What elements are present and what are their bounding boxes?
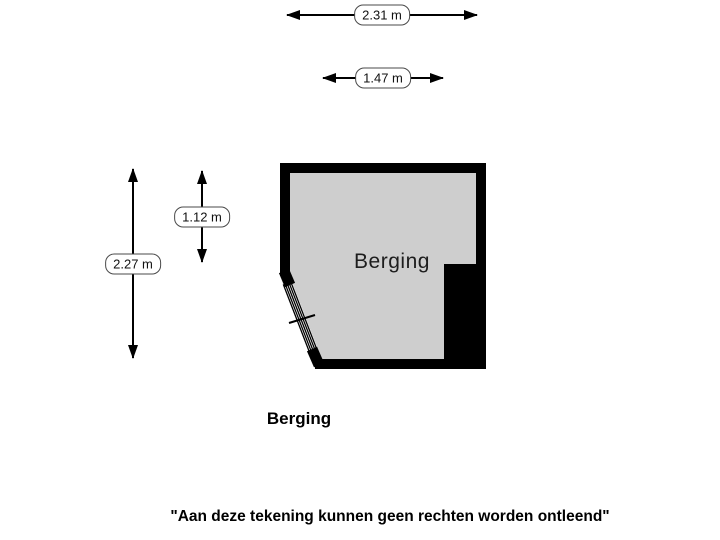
dimension-label: 1.12 m xyxy=(174,206,230,227)
wall-stub-bottom xyxy=(306,346,325,368)
door-stripe xyxy=(288,282,317,353)
arrowhead-down-icon xyxy=(197,249,207,263)
plan-caption: Berging xyxy=(266,409,332,428)
arrowhead-down-icon xyxy=(128,345,138,359)
wall-door-connectors xyxy=(278,268,325,368)
dimension-label: 2.31 m xyxy=(354,4,410,26)
door-stripe xyxy=(284,283,313,354)
arrowhead-up-icon xyxy=(197,170,207,184)
arrowhead-left-icon xyxy=(286,10,300,20)
dimension-left-outer: 2.27 m xyxy=(105,168,161,359)
wall-bottom xyxy=(315,359,486,369)
door-stripe xyxy=(290,281,319,352)
dimension-label: 2.27 m xyxy=(105,253,161,274)
arrowhead-up-icon xyxy=(128,168,138,182)
room-label: Berging xyxy=(354,250,430,273)
wall-stub-top xyxy=(278,268,296,288)
door-stripes xyxy=(282,281,319,355)
room-floor xyxy=(280,163,486,369)
arrowhead-right-icon xyxy=(464,10,478,20)
wall-left xyxy=(280,163,290,276)
arrowhead-left-icon xyxy=(322,73,336,83)
arrowhead-right-icon xyxy=(430,73,444,83)
disclaimer-text: "Aan deze tekening kunnen geen rechten w… xyxy=(170,508,610,525)
door-stripe xyxy=(286,282,315,354)
dimension-top-inner: 1.47 m xyxy=(322,67,444,89)
storage-notch xyxy=(444,264,486,369)
dimension-top-outer: 2.31 m xyxy=(286,4,478,26)
wall-top xyxy=(280,163,486,173)
dimension-left-inner: 1.12 m xyxy=(174,170,230,263)
dimension-label: 1.47 m xyxy=(355,67,411,89)
door-stripe xyxy=(282,284,311,355)
door-handle xyxy=(288,314,316,324)
